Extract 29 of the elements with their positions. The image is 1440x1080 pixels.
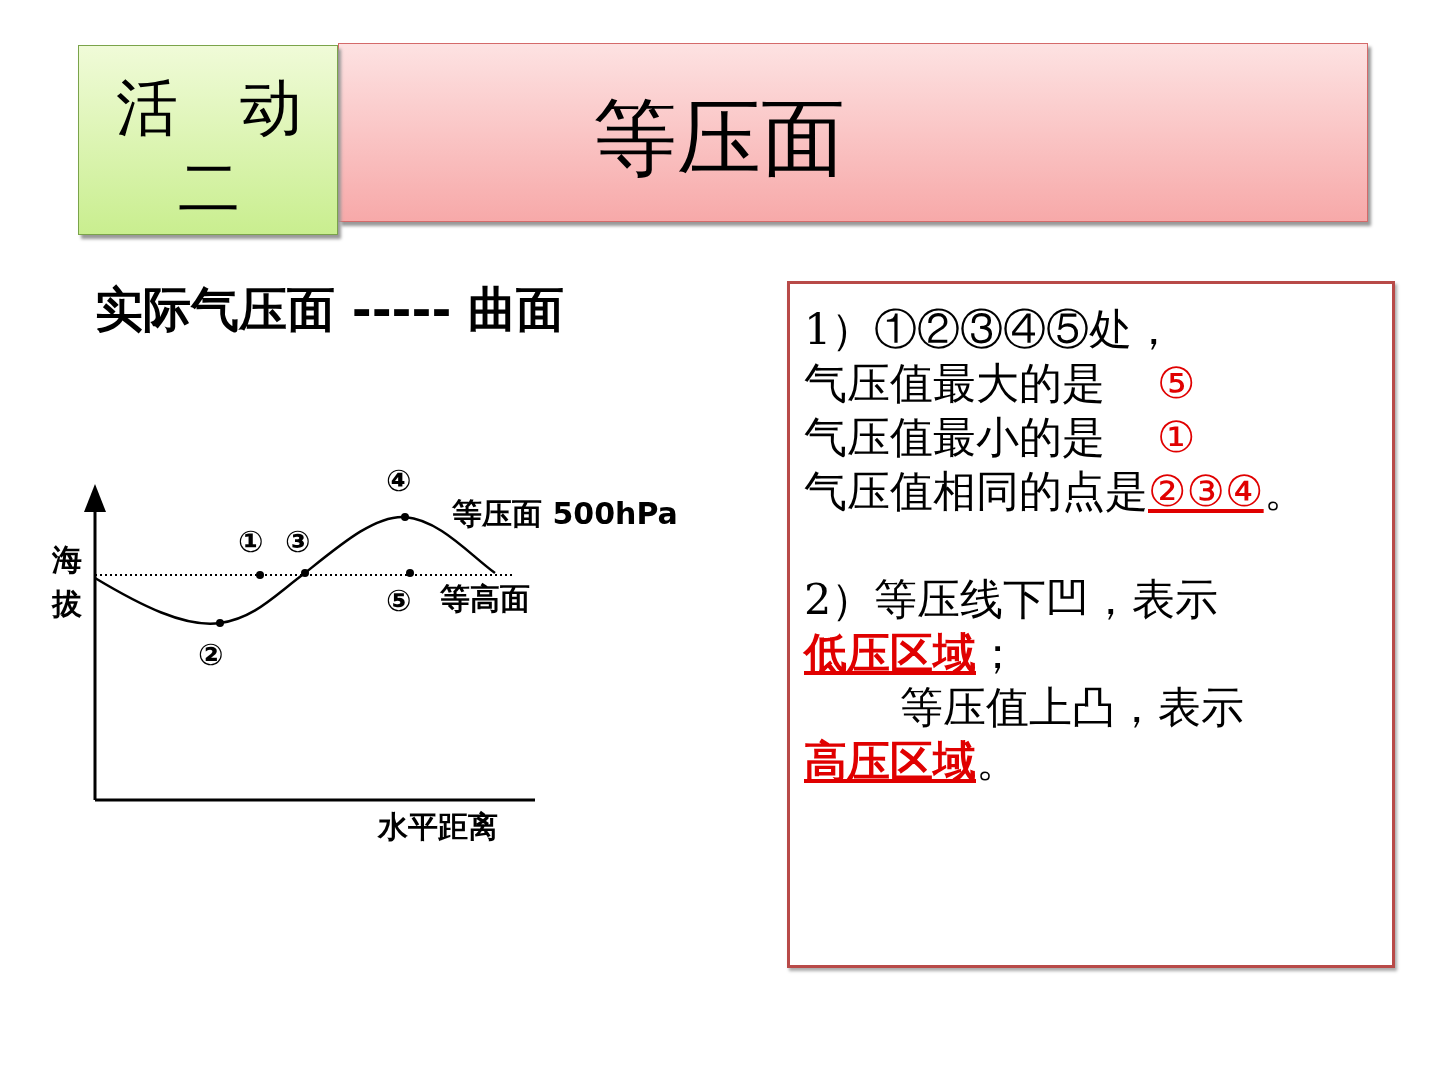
text-box: [787, 281, 1395, 968]
answer-text: ⑤: [1157, 358, 1196, 408]
title-banner: [338, 43, 1368, 222]
activity-box: [78, 45, 338, 235]
surface-label: 等压面 500hPa: [452, 495, 678, 533]
point-number: ①: [238, 523, 264, 561]
point-number: ②: [198, 636, 224, 674]
question-text: 气压值相同的点是: [804, 466, 1148, 516]
question-text: 气压值最小的是: [804, 412, 1105, 462]
question-text: 1）①②③④⑤处，: [804, 304, 1176, 354]
answer-text: 低压区域: [804, 628, 976, 678]
point-number: ⑤: [386, 582, 412, 620]
subtitle-text: 实际气压面 ----- 曲面: [95, 280, 565, 339]
title-text: 等压面: [593, 88, 845, 189]
question-text: 。: [1263, 466, 1307, 516]
axis-label: 海拔: [52, 541, 83, 623]
point-number: ③: [285, 523, 311, 561]
activity-label: 活 动二: [115, 70, 303, 226]
question-text: 等压值上凸，表示: [900, 682, 1244, 732]
question-text: 气压值最大的是: [804, 358, 1105, 408]
point-number: ④: [386, 462, 412, 500]
question-text: 。: [976, 736, 1019, 786]
axis-label: 水平距离: [378, 808, 498, 846]
answer-text: ①: [1157, 412, 1196, 462]
question-text: 2）等压线下凹，表示: [804, 574, 1219, 624]
question-text: ；: [976, 628, 1019, 678]
surface-label: 等高面: [440, 580, 530, 618]
answer-text: 高压区域: [804, 736, 976, 786]
answer-text: ②③④: [1148, 466, 1264, 516]
